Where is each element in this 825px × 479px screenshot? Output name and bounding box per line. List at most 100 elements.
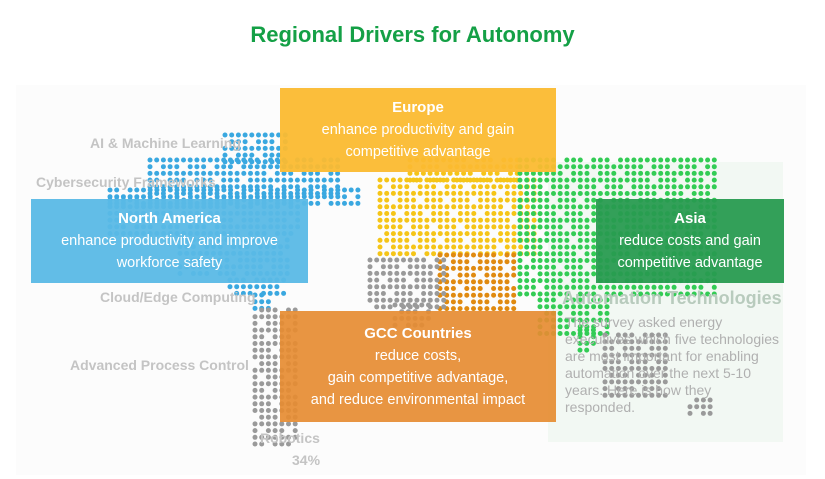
- map-dot: [591, 204, 597, 210]
- map-dot: [471, 224, 477, 230]
- map-dot: [457, 211, 463, 216]
- map-dot: [272, 327, 278, 333]
- map-dot: [498, 211, 504, 216]
- map-dot: [644, 157, 650, 163]
- map-dot: [421, 291, 427, 296]
- map-dot: [678, 184, 684, 190]
- map-dot: [591, 304, 597, 310]
- map-dot: [471, 211, 477, 216]
- map-dot: [530, 231, 536, 237]
- map-dot: [649, 345, 655, 351]
- map-dot: [431, 237, 437, 243]
- map-dot: [434, 277, 440, 283]
- map-dot: [431, 244, 437, 250]
- map-dot: [417, 184, 423, 190]
- map-dot: [491, 244, 497, 250]
- map-dot: [447, 170, 453, 176]
- map-dot: [591, 271, 597, 277]
- map-dot: [434, 304, 440, 310]
- map-dot: [181, 187, 187, 193]
- map-dot: [584, 164, 590, 170]
- map-dot: [444, 177, 450, 183]
- map-dot: [315, 184, 320, 190]
- map-dot: [294, 177, 300, 183]
- map-dot: [265, 434, 271, 440]
- map-dot: [551, 284, 556, 290]
- map-dot: [234, 170, 240, 176]
- map-dot: [642, 352, 648, 358]
- map-dot: [397, 251, 403, 257]
- map-dot: [564, 204, 570, 210]
- map-dot: [656, 379, 662, 385]
- map-dot: [380, 297, 386, 303]
- map-dot: [187, 170, 193, 176]
- map-dot: [487, 177, 493, 183]
- map-dot: [571, 304, 576, 310]
- map-dot: [602, 392, 608, 398]
- map-dot: [604, 304, 610, 310]
- region-driver: reduce costs and gain: [619, 233, 761, 249]
- map-dot: [450, 279, 456, 285]
- bg-label: Cybersecurity Frameworks: [36, 174, 216, 190]
- map-dot: [417, 190, 423, 196]
- map-dot: [504, 272, 510, 278]
- map-dot: [557, 204, 563, 210]
- map-dot: [107, 187, 113, 193]
- map-dot: [457, 299, 463, 305]
- map-dot: [537, 184, 543, 190]
- map-dot: [524, 184, 530, 190]
- map-dot: [590, 334, 596, 340]
- map-dot: [698, 157, 704, 163]
- map-dot: [557, 177, 563, 183]
- map-dot: [240, 290, 246, 296]
- map-dot: [471, 217, 477, 223]
- map-dot: [577, 204, 583, 210]
- map-dot: [272, 408, 278, 413]
- map-dot: [550, 304, 556, 310]
- map-dot: [451, 190, 457, 196]
- map-dot: [656, 392, 662, 398]
- map-dot: [414, 297, 420, 303]
- map-dot: [524, 170, 530, 176]
- map-dot: [457, 204, 463, 210]
- map-dot: [504, 299, 510, 305]
- map-dot: [397, 190, 403, 196]
- map-dot: [511, 244, 517, 250]
- map-dot: [656, 359, 662, 365]
- map-dot: [577, 340, 583, 346]
- map-dot: [564, 258, 570, 263]
- map-dot: [577, 244, 583, 250]
- map-dot: [551, 217, 556, 223]
- map-dot: [269, 145, 275, 151]
- map-dot: [642, 379, 648, 385]
- map-dot: [622, 386, 628, 392]
- map-dot: [517, 197, 523, 203]
- map-dot: [662, 339, 668, 345]
- map-dot: [671, 284, 677, 290]
- map-dot: [414, 177, 420, 183]
- map-dot: [374, 257, 380, 263]
- map-dot: [228, 187, 234, 193]
- map-dot: [571, 224, 577, 230]
- map-dot: [656, 386, 662, 392]
- map-dot: [407, 264, 413, 270]
- map-dot: [636, 339, 641, 345]
- map-dot: [537, 237, 543, 243]
- map-dot: [508, 177, 513, 183]
- map-dot: [530, 291, 536, 297]
- map-dot: [537, 258, 543, 263]
- map-dot: [544, 224, 550, 230]
- map-dot: [401, 297, 406, 303]
- region-driver: enhance productivity and improve: [61, 233, 278, 249]
- map-dot: [618, 191, 623, 196]
- map-dot: [444, 244, 450, 250]
- map-dot: [656, 366, 662, 371]
- map-dot: [571, 284, 577, 290]
- map-dot: [644, 184, 650, 190]
- map-dot: [698, 184, 704, 190]
- map-dot: [577, 237, 583, 243]
- map-dot: [571, 164, 577, 170]
- map-dot: [524, 211, 530, 217]
- map-dot: [602, 379, 608, 385]
- map-dot: [267, 290, 273, 296]
